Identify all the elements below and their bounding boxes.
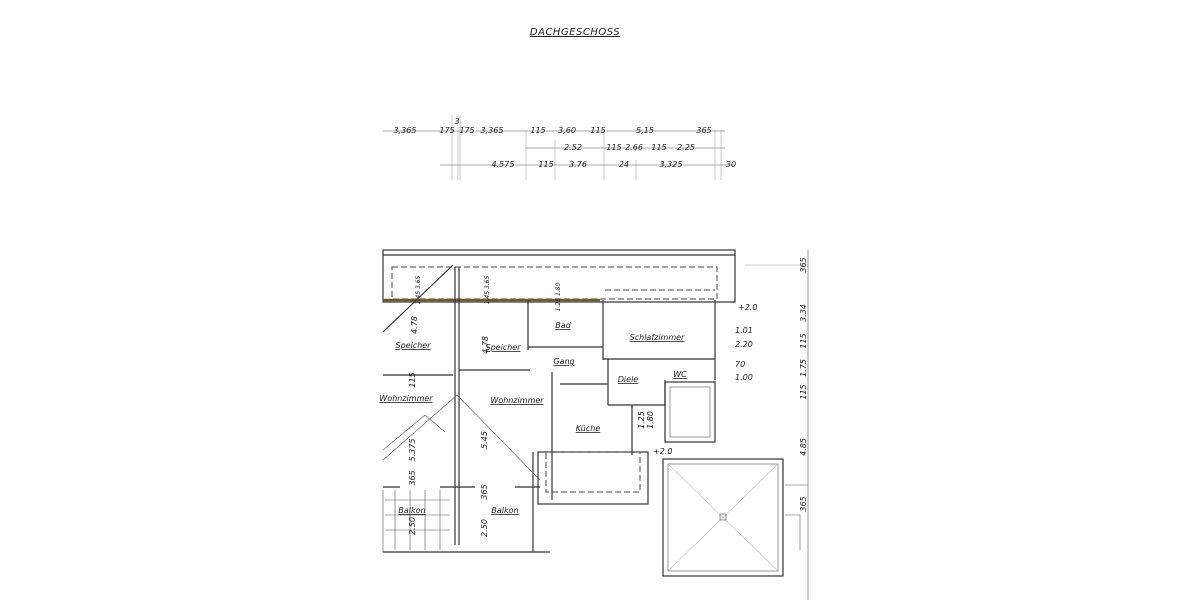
level-mark-top: +2.0 xyxy=(738,303,757,312)
room-speicher-left: Speicher xyxy=(396,341,432,350)
dim-label: 365 xyxy=(408,470,417,485)
room-wc: WC xyxy=(673,370,687,379)
dim-label: 115 xyxy=(408,372,417,387)
dim-label: 115 xyxy=(799,384,808,399)
dim-label: 5.375 xyxy=(408,439,417,462)
room-wohnzimmer-middle: Wohnzimmer xyxy=(490,396,544,405)
plan-title: DACHGESCHOSS xyxy=(530,27,620,38)
room-diele: Diele xyxy=(618,375,639,384)
dim-label: 1.80 xyxy=(646,411,655,429)
room-schlafzimmer: Schlafzimmer xyxy=(630,333,685,342)
dim-label: 1.45 3.65 xyxy=(415,276,422,305)
dim-label: 365 xyxy=(799,496,808,511)
right-dimension-labels: 365 3.34 115 1.75 115 4.85 365 xyxy=(799,257,808,511)
dim-label: 2.50 xyxy=(408,517,417,535)
dim-label: 1.75 xyxy=(799,359,808,377)
room-bad: Bad xyxy=(555,321,571,330)
room-speicher-middle: Speicher xyxy=(486,343,522,352)
dim-label: 3.34 xyxy=(799,304,808,322)
room-wohnzimmer-left: Wohnzimmer xyxy=(379,394,433,403)
dim-label: 175 xyxy=(439,126,454,135)
dim-label: 115 xyxy=(651,143,666,152)
dim-label: 3,60 xyxy=(558,126,576,135)
dim-label: 4.575 xyxy=(492,160,515,169)
top-dimension-labels: 3,365 175 3 175 3,365 115 3,60 115 5,15 … xyxy=(394,117,737,169)
dim-label: 115 xyxy=(606,143,621,152)
room-gang: Gang xyxy=(553,357,574,366)
room-kueche: Küche xyxy=(576,424,601,433)
dim-label: 175 xyxy=(459,126,474,135)
room-balkon-middle: Balkon xyxy=(491,506,518,515)
dim-label: 115 xyxy=(538,160,553,169)
plan-walls xyxy=(382,249,809,600)
level-mark-bottom: +2.0 xyxy=(653,447,672,456)
dim-label: 4.78 xyxy=(481,336,490,354)
dim-label: 3,325 xyxy=(660,160,683,169)
dim-label: 5,15 xyxy=(636,126,654,135)
room-balkon-left: Balkon xyxy=(398,506,425,515)
dim-label: 4.85 xyxy=(799,438,808,456)
dim-label: 3,365 xyxy=(481,126,504,135)
dim-label: 1.45 3.65 xyxy=(484,276,491,305)
dim-label: 365 xyxy=(799,257,808,272)
window-dim: 70 xyxy=(735,360,745,369)
dim-label: 1.25 xyxy=(637,411,646,429)
dim-label: 3 xyxy=(454,117,459,126)
window-dim: 1.01 xyxy=(735,326,753,335)
dim-label: 115 xyxy=(590,126,605,135)
dim-label: 2.66 xyxy=(625,143,643,152)
window-dim: 1.00 xyxy=(735,373,753,382)
dim-label: 115 xyxy=(530,126,545,135)
dim-label: 30 xyxy=(726,160,736,169)
dim-label: 2.50 xyxy=(480,519,489,537)
plan-annotations: +2.0 1.01 2.20 70 1.00 +2.0 xyxy=(653,303,757,456)
dim-label: 24 xyxy=(619,160,629,169)
inner-dimension-labels: 4.78 4.78 115 5.375 365 2.50 5.45 365 2.… xyxy=(408,276,655,537)
top-dimension-lines xyxy=(383,115,735,180)
dim-label: 3,365 xyxy=(394,126,417,135)
dim-label: 2.25 xyxy=(677,143,695,152)
dim-label: 1.25 1.80 xyxy=(555,283,562,312)
dim-label: 2.52 xyxy=(564,143,582,152)
dim-label: 365 xyxy=(480,484,489,499)
room-labels: Speicher Speicher Bad Gang Schlafzimmer … xyxy=(379,321,687,515)
dim-label: 365 xyxy=(696,126,711,135)
window-dim: 2.20 xyxy=(735,340,753,349)
dim-label: 4.78 xyxy=(410,316,419,334)
dim-label: 5.45 xyxy=(480,431,489,449)
dim-label: 115 xyxy=(799,333,808,348)
dim-label: 3.76 xyxy=(569,160,587,169)
